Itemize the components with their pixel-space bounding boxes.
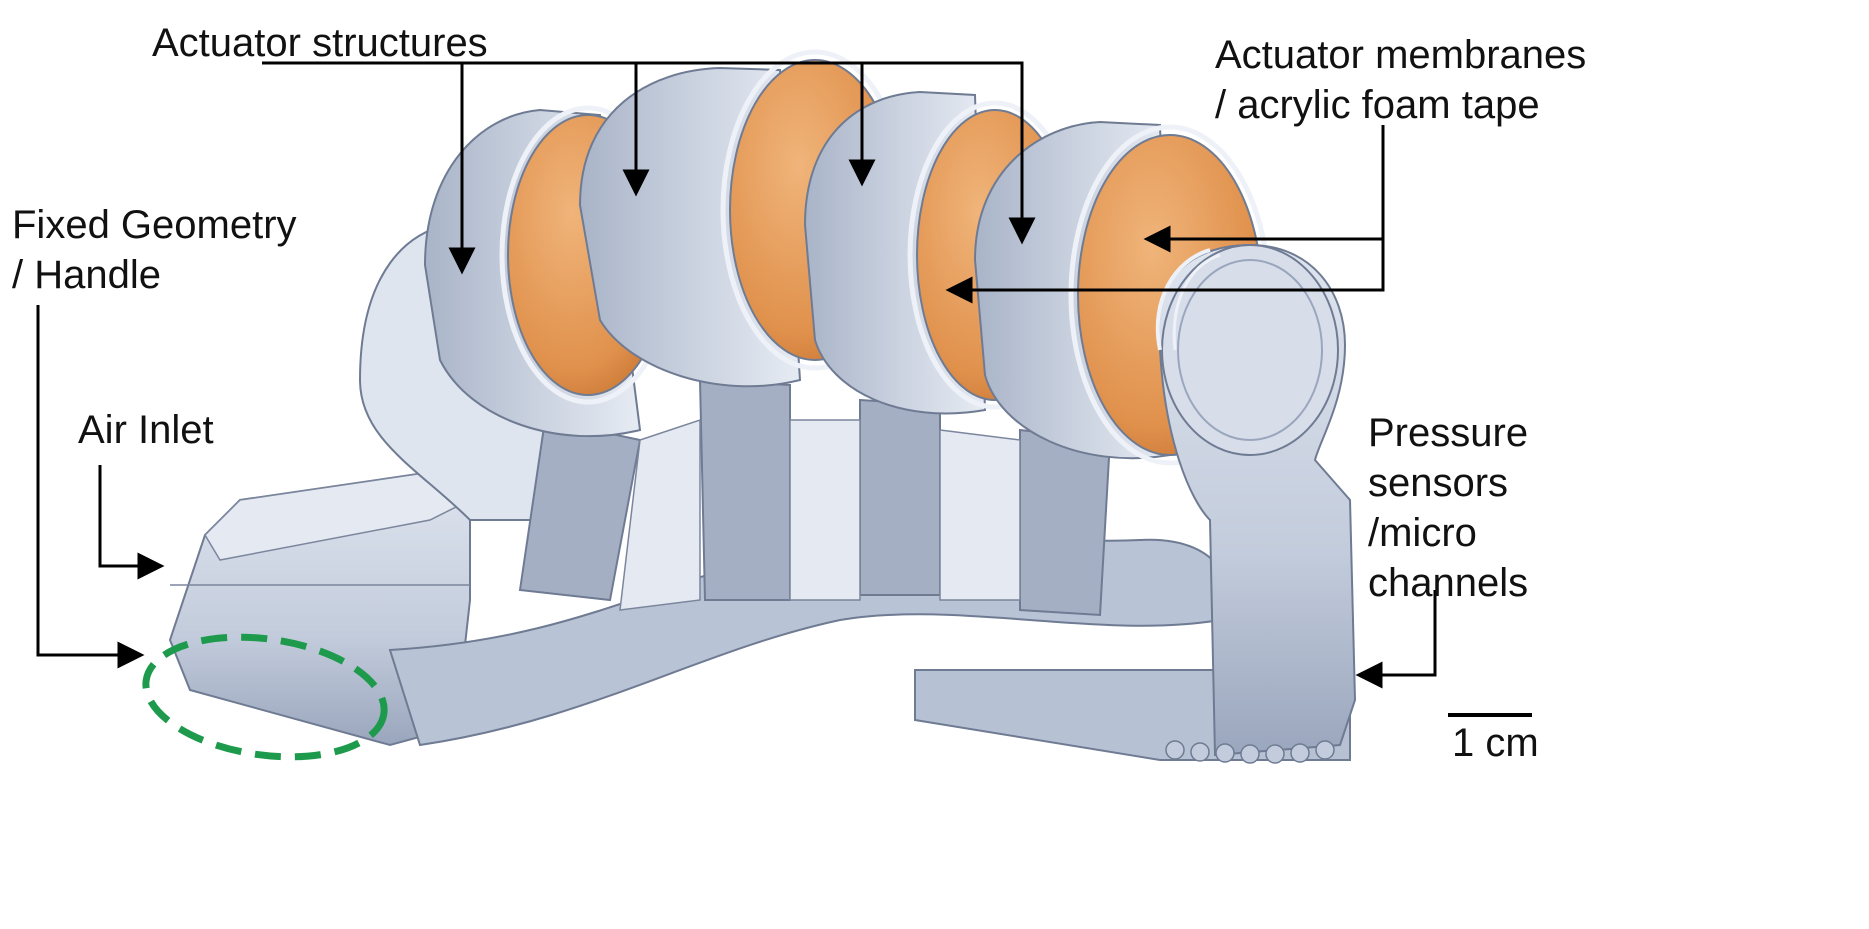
label-actuator-structures: Actuator structures [152,21,488,65]
label-fixed-geometry: Fixed Geometry / Handle [12,200,297,300]
label-actuator-membranes-line-1: Actuator membranes [1215,33,1587,77]
annotation-arrows [36,61,1532,717]
label-fixed-geometry-line-1: Fixed Geometry [12,203,297,247]
label-pressure-sensors: Pressure sensors /micro channels [1368,408,1528,608]
dashed-ellipse-icon [142,633,388,761]
label-pressure-sensors-line-3: /micro [1368,511,1477,555]
pillar-back-face-2 [789,419,861,601]
pillar-back-face-3 [939,429,1021,601]
label-fixed-geometry-line-2: / Handle [12,253,161,297]
arrow-icon [945,125,1385,304]
sensor-channels [1165,740,1335,764]
arrow-icon [262,61,1036,245]
arrow-icon [98,465,165,580]
arrow-icon [36,305,145,669]
end-cap [1155,243,1357,764]
label-pressure-sensors-line-1: Pressure [1368,411,1529,455]
device-body [142,49,1357,764]
pillar-back-face [619,418,701,611]
label-pressure-sensors-line-2: sensors [1368,461,1509,505]
pillar-3 [859,398,941,596]
label-air-inlet: Air Inlet [78,408,214,452]
pillar-4 [1019,428,1112,617]
label-actuator-membranes-line-2: / acrylic foam tape [1215,83,1540,127]
arrow-icon [1355,590,1437,689]
label-scale-bar: 1 cm [1452,721,1539,765]
label-actuator-membranes: Actuator membranes / acrylic foam tape [1215,30,1586,130]
pillar-2 [698,378,791,601]
label-pressure-sensors-line-4: channels [1368,561,1529,605]
